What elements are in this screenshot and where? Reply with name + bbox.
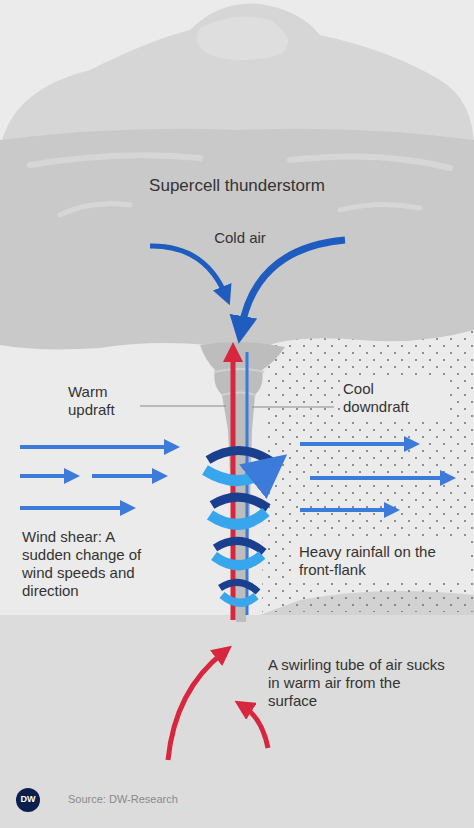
diagram-title: Supercell thunderstorm xyxy=(0,176,474,196)
air-label: Cold air xyxy=(190,229,290,247)
wind-shear-label: Wind shear: A sudden change of wind spee… xyxy=(22,528,157,600)
logo-text: DW xyxy=(16,794,40,805)
downdraft-label: Cool downdraft xyxy=(340,378,446,418)
surface-label: A swirling tube of air sucks in warm air… xyxy=(268,656,448,710)
source-note: Source: DW-Research xyxy=(68,793,268,806)
updraft-label: Warm updraft xyxy=(68,383,134,419)
rainfall-label: Heavy rainfall on the front-flank xyxy=(296,541,467,581)
